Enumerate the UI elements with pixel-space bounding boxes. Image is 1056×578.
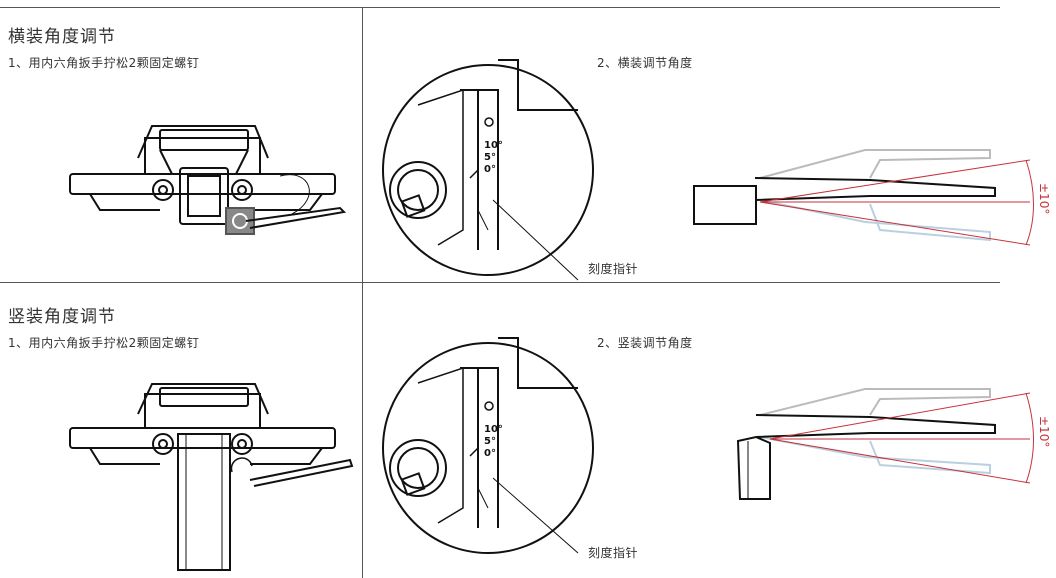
vertical-angle-diagram: [736, 388, 1034, 500]
horizontal-device-illustration: [69, 125, 347, 235]
scale-mark-5: 5°: [484, 152, 496, 163]
top-divider: [0, 7, 1000, 8]
vertical-angle-label: ±10°: [1037, 416, 1051, 448]
horizontal-step2: 2、横装调节角度: [597, 56, 693, 70]
horizontal-zoom-view: [382, 59, 594, 281]
vertical-step2: 2、竖装调节角度: [597, 336, 693, 350]
vertical-device-illustration: [69, 383, 354, 571]
scale-mark-0: 0°: [484, 448, 496, 459]
scale-mark-5: 5°: [484, 436, 496, 447]
vertical-scale-marks: 10° 5° 0°: [484, 424, 503, 460]
horizontal-pointer-label: 刻度指针: [588, 262, 639, 276]
scale-mark-0: 0°: [484, 164, 496, 175]
scale-mark-10: 10°: [484, 424, 503, 435]
vertical-zoom-view: [382, 337, 594, 554]
vertical-title: 竖装角度调节: [8, 307, 116, 327]
vertical-step1: 1、用内六角扳手拧松2颗固定螺钉: [8, 336, 200, 350]
horizontal-title: 横装角度调节: [8, 27, 116, 47]
horizontal-angle-label: ±10°: [1037, 183, 1051, 215]
column-divider: [362, 7, 363, 578]
horizontal-step1: 1、用内六角扳手拧松2颗固定螺钉: [8, 56, 200, 70]
horizontal-scale-marks: 10° 5° 0°: [484, 140, 503, 176]
horizontal-angle-diagram: [693, 149, 1034, 246]
scale-mark-10: 10°: [484, 140, 503, 151]
vertical-pointer-label: 刻度指针: [588, 546, 639, 560]
middle-divider: [0, 282, 1000, 283]
